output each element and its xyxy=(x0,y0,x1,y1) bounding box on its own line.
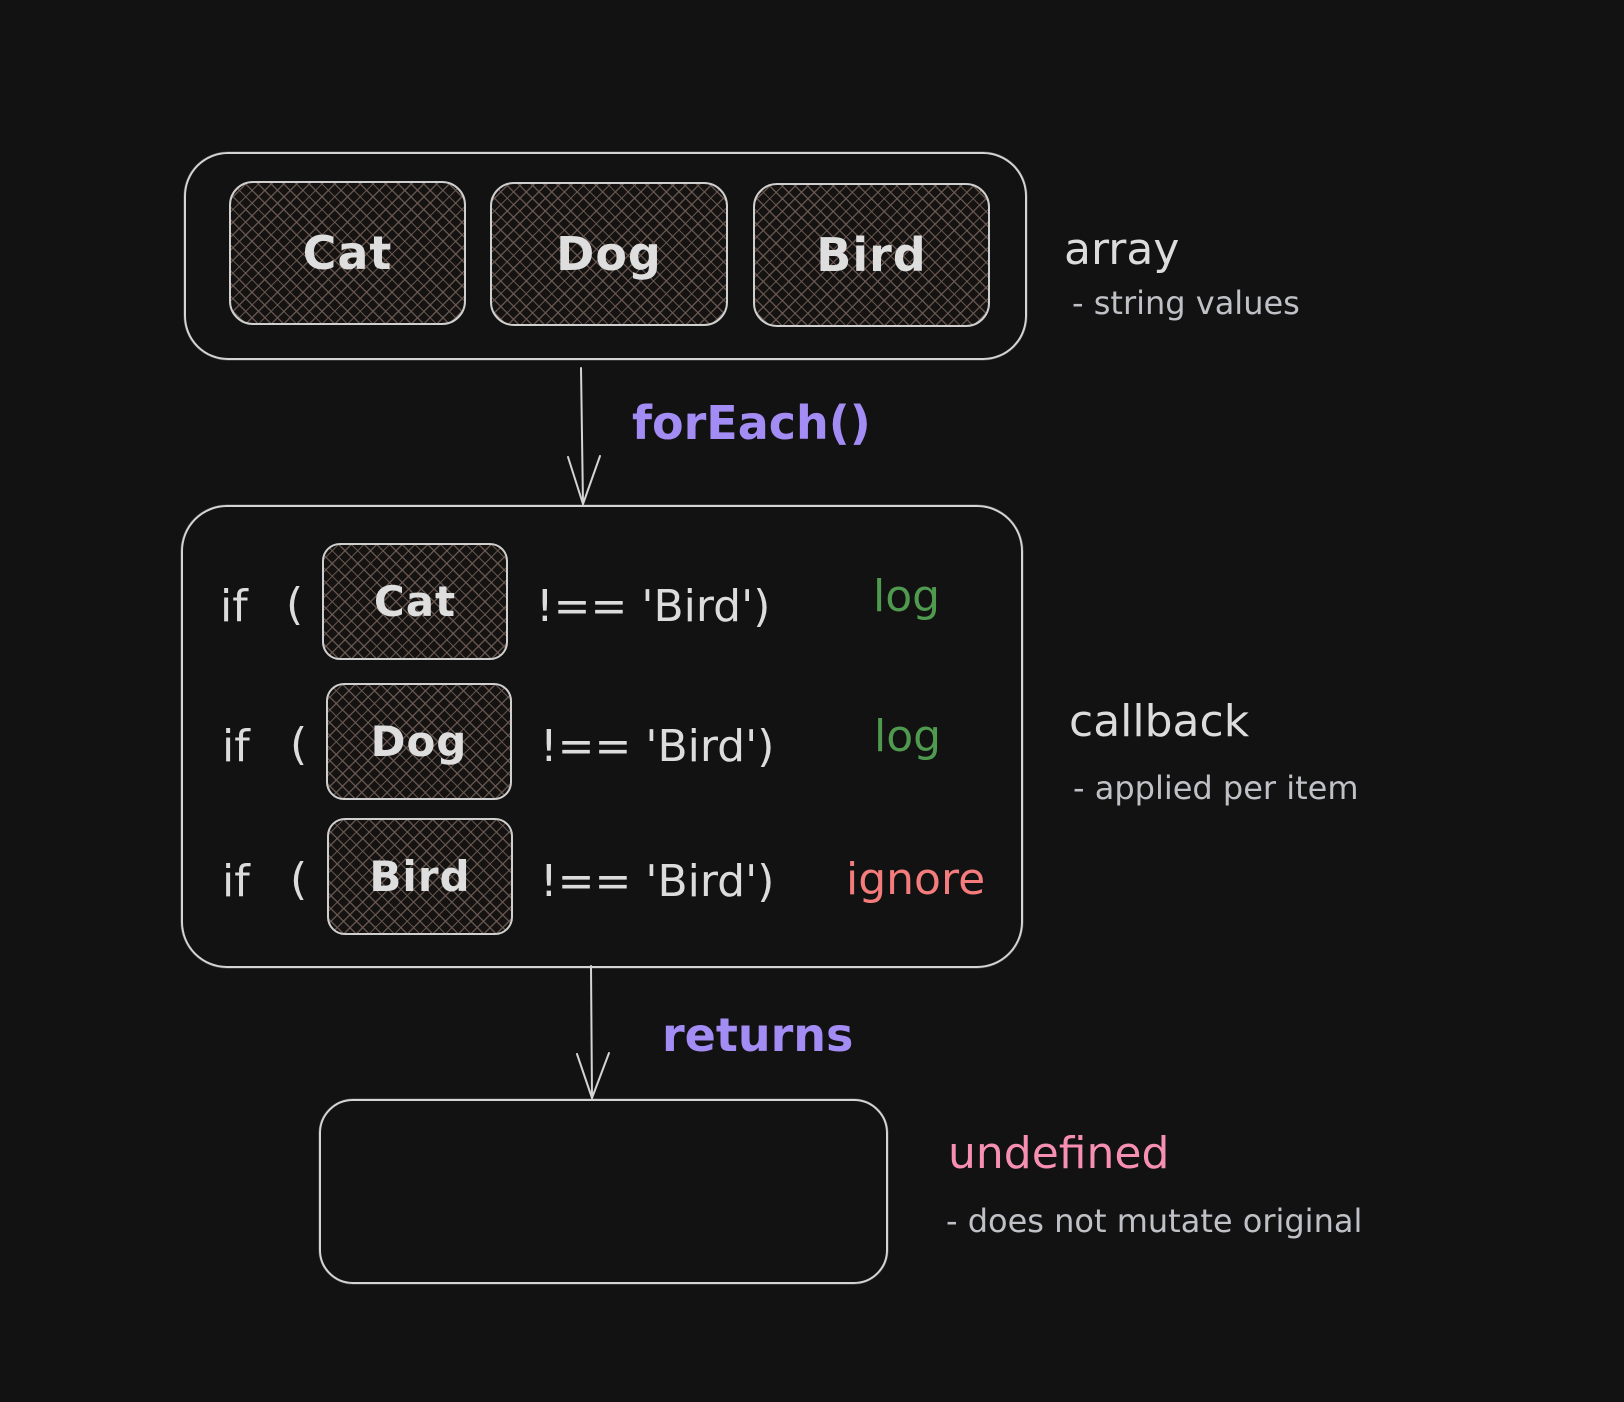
result-container xyxy=(319,1099,888,1284)
callback-item-label: Cat xyxy=(373,577,457,626)
open-paren: ( xyxy=(290,719,308,770)
callback-container xyxy=(181,505,1023,968)
callback-item-bird: Bird xyxy=(327,818,513,935)
array-item-label: Bird xyxy=(816,228,927,282)
open-paren: ( xyxy=(286,579,304,630)
if-keyword: if xyxy=(222,721,250,772)
undefined-title: undefined xyxy=(948,1128,1170,1179)
array-title: array xyxy=(1064,224,1180,275)
comparison-expression: !== 'Bird') xyxy=(540,856,775,907)
callback-item-label: Bird xyxy=(369,852,471,901)
callback-item-dog: Dog xyxy=(326,683,512,800)
if-keyword: if xyxy=(222,856,250,907)
array-item-cat: Cat xyxy=(229,181,466,325)
if-keyword: if xyxy=(220,581,248,632)
callback-subtitle: - applied per item xyxy=(1073,769,1359,807)
comparison-expression: !== 'Bird') xyxy=(540,721,775,772)
result-subtitle: - does not mutate original xyxy=(946,1202,1363,1240)
callback-title: callback xyxy=(1069,696,1250,747)
array-item-bird: Bird xyxy=(753,183,990,327)
array-container xyxy=(184,152,1027,360)
callback-item-label: Dog xyxy=(370,717,468,766)
result-log: log xyxy=(873,571,941,622)
result-ignore: ignore xyxy=(846,854,986,905)
callback-item-cat: Cat xyxy=(322,543,508,660)
down-arrow-icon xyxy=(576,965,610,1099)
returns-label: returns xyxy=(662,1008,854,1062)
array-item-label: Cat xyxy=(302,226,393,280)
array-item-label: Dog xyxy=(556,227,662,281)
result-log: log xyxy=(874,711,942,762)
array-subtitle: - string values xyxy=(1072,284,1300,322)
foreach-label: forEach() xyxy=(632,396,871,450)
down-arrow-icon xyxy=(567,367,601,505)
open-paren: ( xyxy=(290,854,308,905)
array-item-dog: Dog xyxy=(490,182,728,326)
comparison-expression: !== 'Bird') xyxy=(536,581,771,632)
